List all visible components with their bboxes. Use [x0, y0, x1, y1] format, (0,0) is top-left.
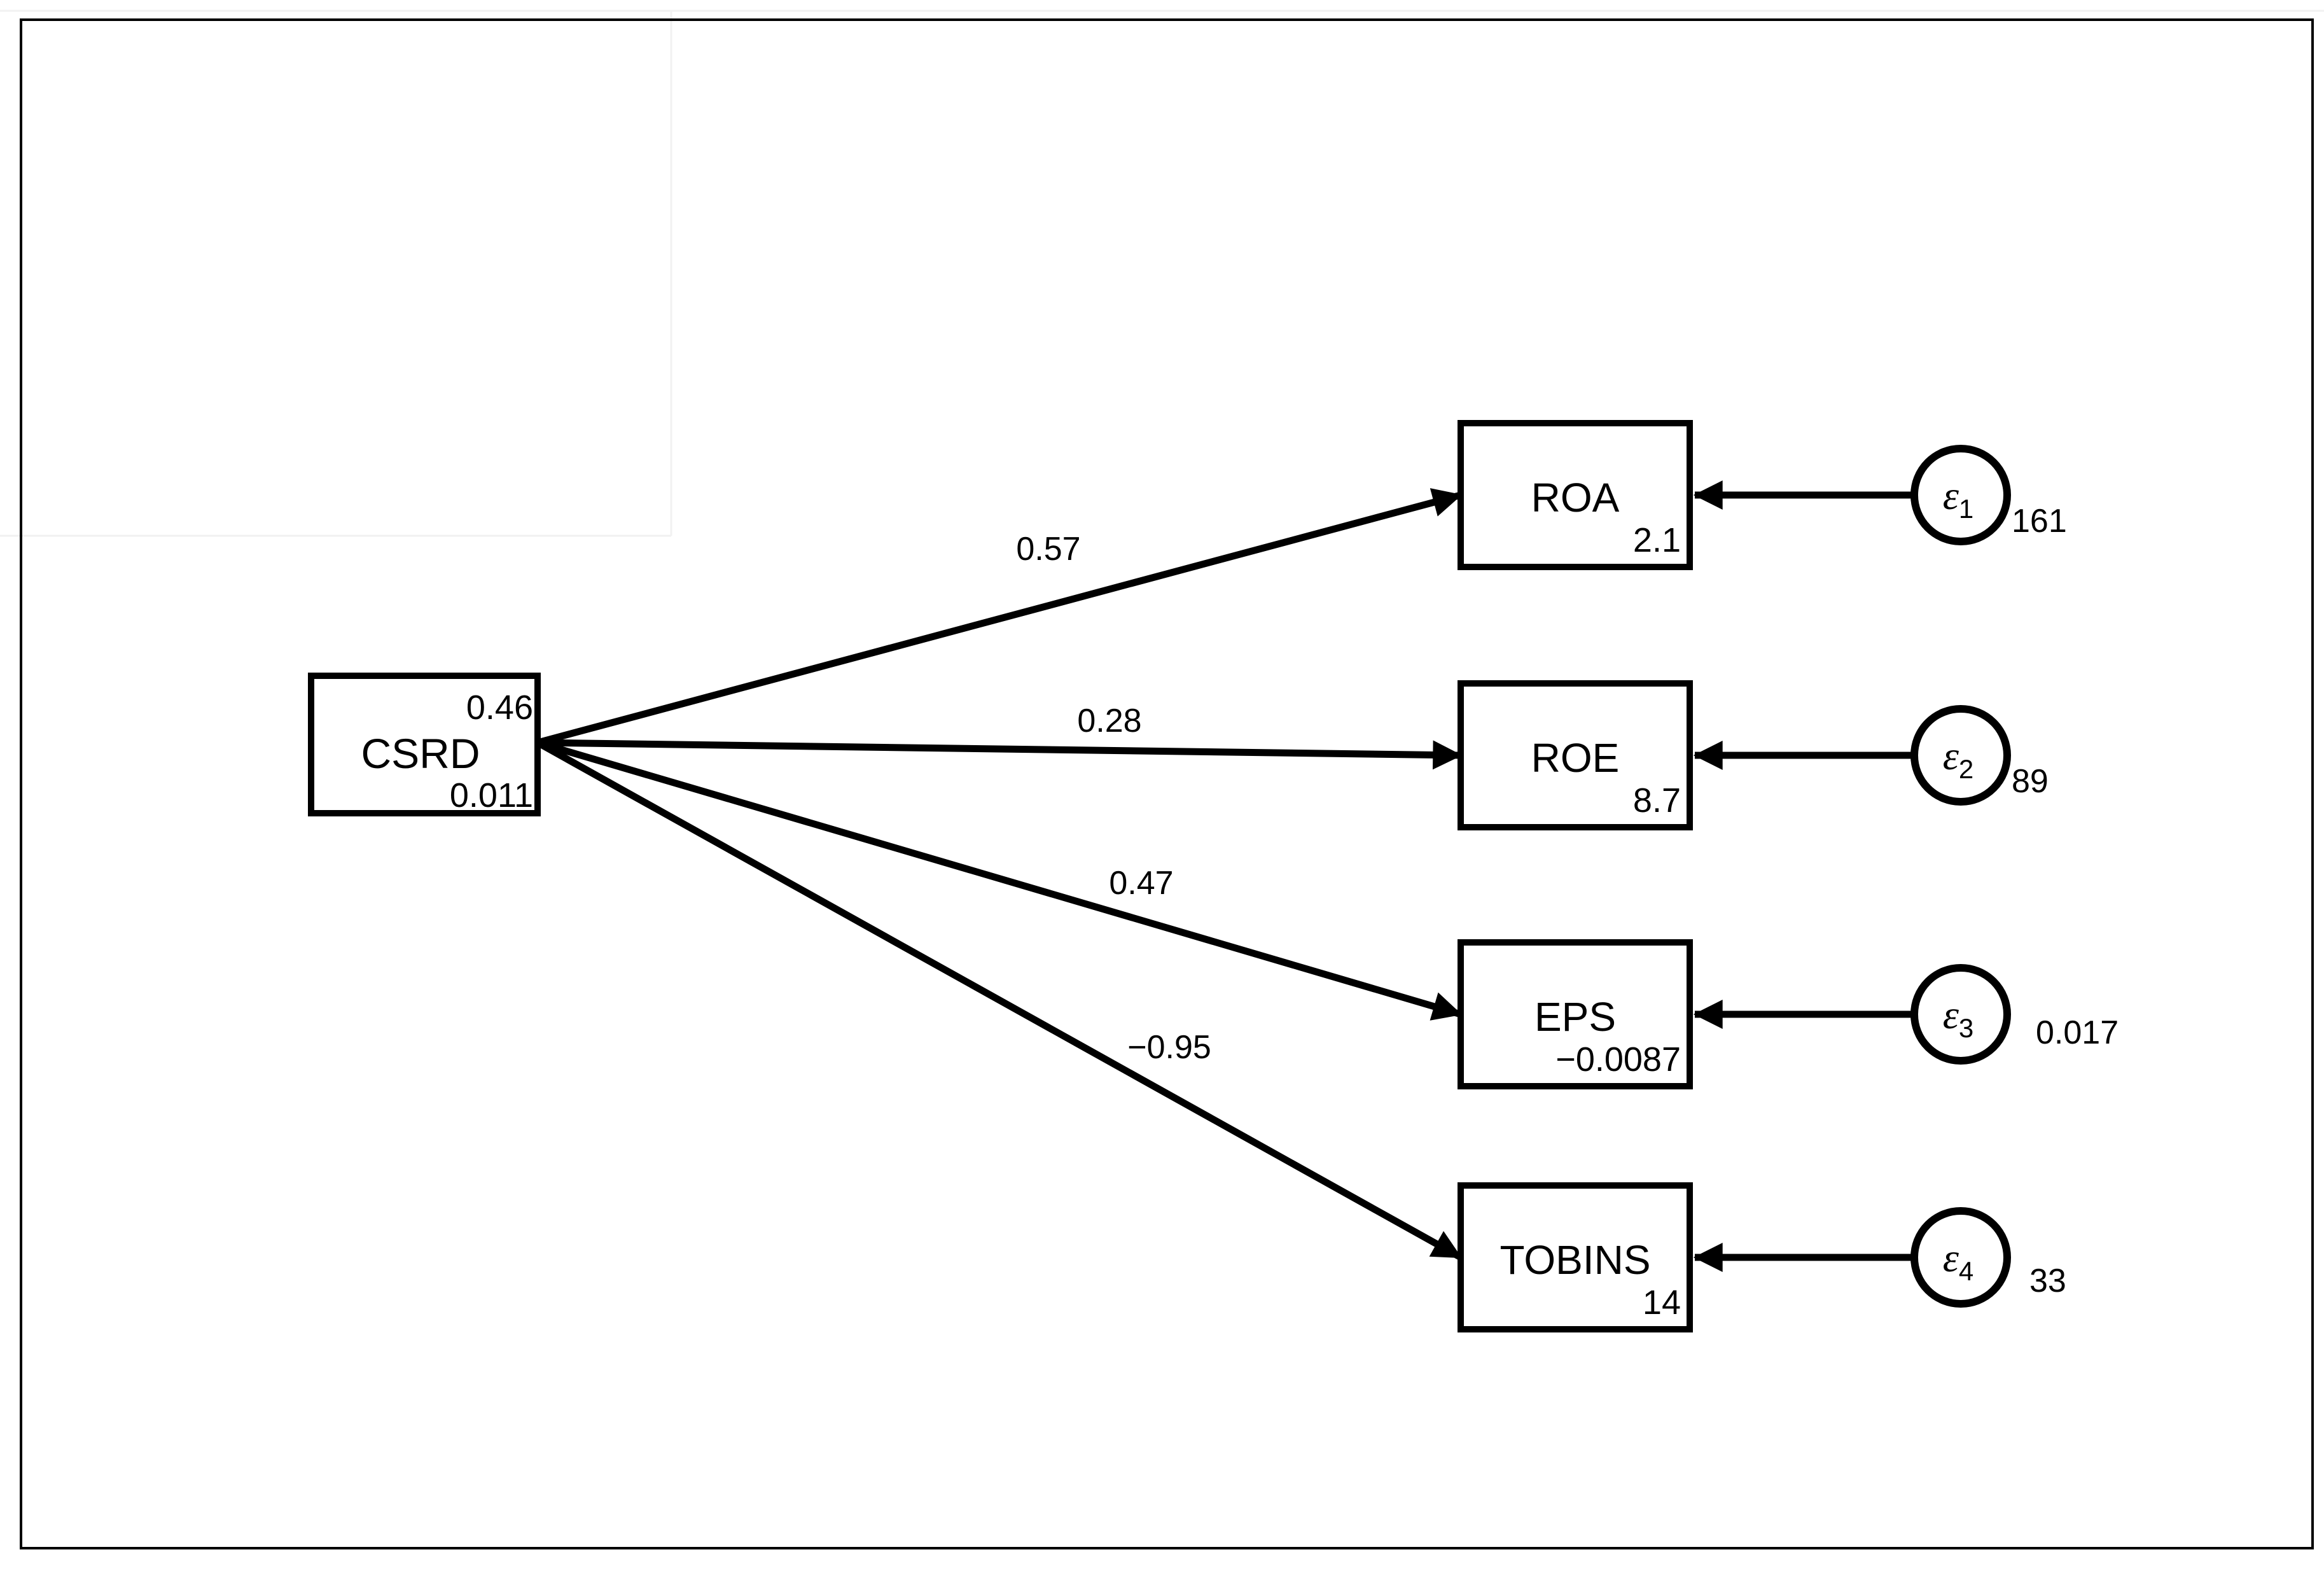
path-arrow-csrd-eps — [536, 739, 1463, 1021]
eps-box — [1458, 939, 1693, 1089]
roa-label: ROA — [1531, 475, 1620, 521]
eps-node: EPS −0.0087 — [1458, 939, 1693, 1089]
outer-border — [20, 18, 2314, 1549]
path-arrow-csrd-roa — [536, 488, 1463, 746]
path-coefficient-roa: 0.57 — [1016, 531, 1080, 568]
tobins-value: 14 — [1643, 1283, 1681, 1322]
roe-node: ROE 8.7 — [1458, 680, 1693, 830]
epsilon-2-label: ε2 — [1943, 733, 1974, 784]
csrd-label: CSRD — [361, 730, 480, 777]
path-arrow-csrd-roe — [537, 739, 1463, 770]
error-term-4: ε4 33 — [1910, 1207, 2066, 1308]
error-variance-2: 89 — [2012, 763, 2049, 800]
path-coefficient-tobins: −0.95 — [1127, 1029, 1211, 1066]
error-variance-4: 33 — [2029, 1262, 2066, 1299]
roe-label: ROE — [1531, 735, 1620, 781]
path-coefficient-roe: 0.28 — [1077, 703, 1141, 739]
error-circle-2 — [1910, 705, 2011, 806]
csrd-node: CSRD 0.46 0.011 — [308, 673, 541, 816]
roa-node: ROA 2.1 — [1458, 420, 1693, 570]
tobins-label: TOBINS — [1499, 1237, 1650, 1283]
roe-value: 8.7 — [1633, 781, 1681, 820]
error-variance-3: 0.017 — [2036, 1014, 2119, 1051]
epsilon-1-label: ε1 — [1943, 473, 1974, 524]
error-term-3: ε3 0.017 — [1910, 964, 2119, 1065]
roa-value: 2.1 — [1633, 521, 1681, 559]
error-circle-1 — [1910, 445, 2011, 545]
epsilon-3-label: ε3 — [1943, 992, 1974, 1043]
csrd-box — [308, 673, 541, 816]
error-variance-1: 161 — [2012, 503, 2067, 540]
roe-box — [1458, 680, 1693, 830]
roa-box — [1458, 420, 1693, 570]
eps-value: −0.0087 — [1555, 1040, 1681, 1079]
error-circle-4 — [1910, 1207, 2011, 1308]
eps-label: EPS — [1534, 994, 1616, 1040]
tobins-node: TOBINS 14 — [1458, 1182, 1693, 1332]
error-term-2: ε2 89 — [1910, 705, 2049, 806]
csrd-value-bottom: 0.011 — [450, 776, 533, 814]
csrd-value-top: 0.46 — [466, 689, 533, 727]
path-arrow-csrd-tobins — [536, 739, 1463, 1261]
tobins-box — [1458, 1182, 1693, 1332]
epsilon-4-label: ε4 — [1943, 1235, 1974, 1286]
path-coefficient-eps: 0.47 — [1109, 865, 1173, 902]
error-term-1: ε1 161 — [1910, 445, 2067, 545]
error-circle-3 — [1910, 964, 2011, 1065]
